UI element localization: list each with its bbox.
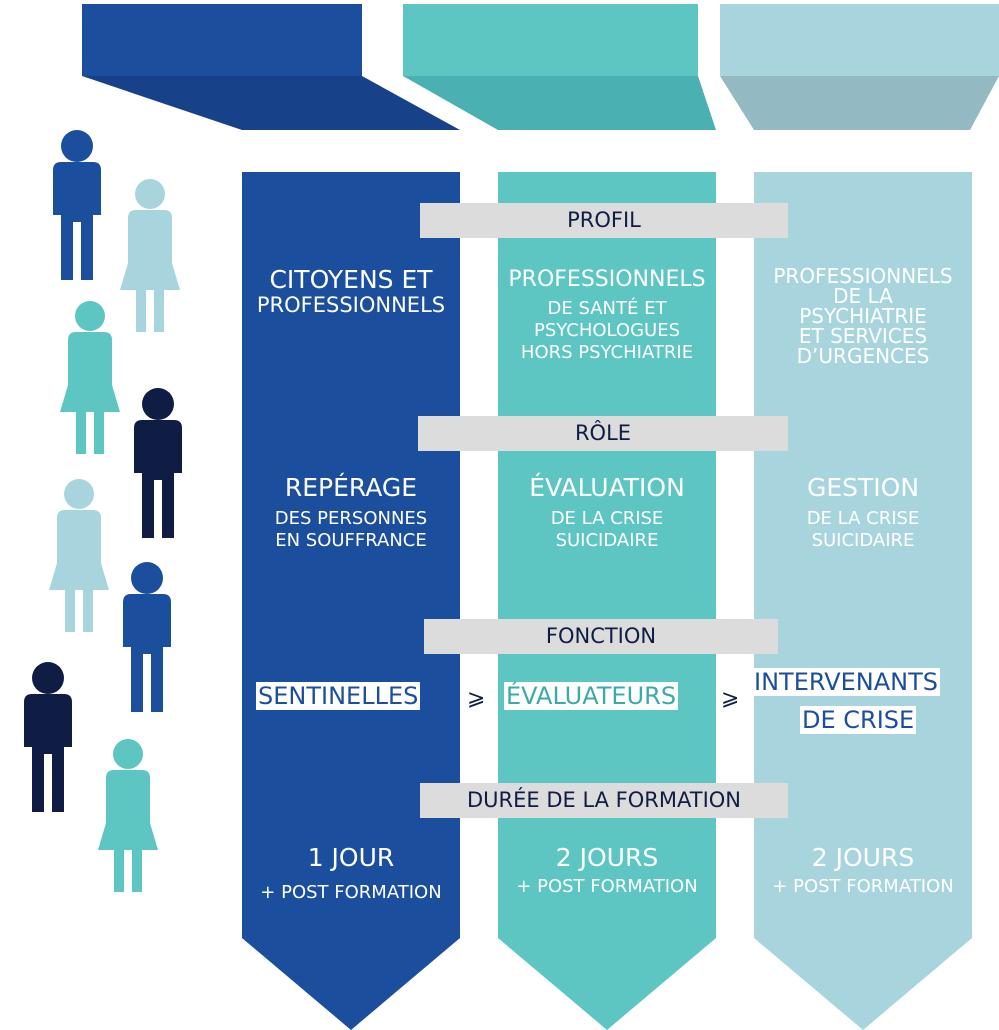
col2-profil-sub2: PSYCHOLOGUES [533, 320, 681, 341]
column-arrow-3 [754, 172, 972, 1030]
fonction-intervenants-l2: DE CRISE [800, 706, 917, 734]
col2-duree-title: 2 JOURS [555, 843, 659, 872]
col3-duree-sub: + POST FORMATION [772, 876, 954, 897]
col3-profil: PROFESSIONNELS DE LA PSYCHIATRIE ET SERV… [752, 266, 974, 366]
col1-role: REPÉRAGE DES PERSONNES EN SOUFFRANCE [242, 474, 460, 552]
col2-duree-sub: + POST FORMATION [516, 876, 698, 897]
col3-duree-title: 2 JOURS [811, 843, 915, 872]
chevron-right-icon: ⩾ [721, 686, 740, 711]
col2-profil: PROFESSIONNELS DE SANTÉ ET PSYCHOLOGUES … [498, 266, 716, 364]
person-icon [49, 479, 109, 632]
col3-role-sub2: SUICIDAIRE [811, 530, 915, 551]
col3-profil-l1: PROFESSIONNELS [773, 264, 953, 288]
col3-profil-l5: D’URGENCES [796, 344, 930, 368]
col1-duree-title: 1 JOUR [307, 843, 395, 872]
col2-role: ÉVALUATION DE LA CRISE SUICIDAIRE [498, 474, 716, 552]
col3-profil-l4: ET SERVICES [798, 324, 928, 348]
col1-role-title: REPÉRAGE [284, 473, 418, 502]
col2-role-sub2: SUICIDAIRE [555, 530, 659, 551]
bar-fonction: FONCTION [424, 619, 778, 654]
col2-duree: 2 JOURS + POST FORMATION [498, 844, 716, 898]
bar-duree: DURÉE DE LA FORMATION [420, 783, 788, 818]
person-icon [53, 130, 101, 280]
col2-profil-sub3: HORS PSYCHIATRIE [520, 342, 694, 363]
person-icon [134, 388, 182, 538]
col3-role-title: GESTION [806, 473, 920, 502]
col2-profil-title: PROFESSIONNELS [508, 267, 706, 292]
col1-duree-sub: + POST FORMATION [260, 882, 442, 903]
col1-profil: CITOYENS ET PROFESSIONNELS [242, 265, 460, 317]
fonction-evaluateurs: ÉVALUATEURS [504, 682, 679, 710]
col3-role-sub1: DE LA CRISE [806, 508, 920, 529]
fonction-intervenants-l1: INTERVENANTS [752, 668, 941, 696]
person-icon [60, 301, 120, 454]
person-icon [123, 562, 171, 712]
col1-duree: 1 JOUR + POST FORMATION [242, 844, 460, 904]
bar-role: RÔLE [418, 416, 788, 451]
col1-role-sub2: EN SOUFFRANCE [275, 530, 427, 551]
fonction-sentinelles: SENTINELLES [256, 682, 421, 710]
chevron-right-icon: ⩾ [467, 686, 486, 711]
col2-role-sub1: DE LA CRISE [550, 508, 664, 529]
person-icon [98, 739, 158, 892]
person-icon [120, 179, 180, 332]
col3-duree: 2 JOURS + POST FORMATION [754, 844, 972, 898]
column-arrow-1 [242, 172, 460, 1030]
person-icon [24, 662, 72, 812]
col2-role-title: ÉVALUATION [529, 473, 685, 502]
col3-profil-l2: DE LA [833, 284, 893, 308]
col1-profil-title: CITOYENS ET [269, 265, 433, 294]
banner-col3 [720, 4, 999, 130]
bar-profil: PROFIL [420, 203, 788, 238]
banner-col2 [403, 4, 716, 130]
banner-col1 [82, 4, 460, 130]
col1-role-sub1: DES PERSONNES [274, 508, 428, 529]
col1-profil-sub: PROFESSIONNELS [256, 293, 446, 317]
col3-role: GESTION DE LA CRISE SUICIDAIRE [754, 474, 972, 552]
col3-profil-l3: PSYCHIATRIE [799, 304, 927, 328]
col2-profil-sub1: DE SANTÉ ET [547, 298, 667, 319]
